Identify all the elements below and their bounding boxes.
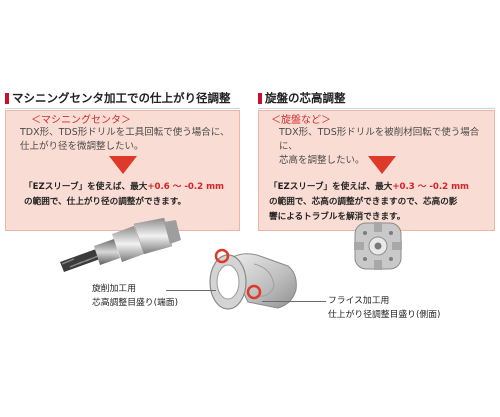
- left-adjust-range: +0.6 ～ -0.2 mm: [147, 182, 225, 192]
- lathe-callout-line1: 旋削加工用: [92, 284, 136, 294]
- left-result-a: 「EZスリーブ」を使えば、最大: [24, 182, 148, 192]
- left-down-arrow-icon: [109, 156, 137, 174]
- right-result-text: 「EZスリーブ」を使えば、最大+0.3 ～ -0.2 mm の範囲で、芯高の調整…: [269, 180, 495, 225]
- right-result-a: 「EZスリーブ」を使えば、最大: [269, 182, 393, 192]
- left-result-b: の範囲で、仕上がり径の調整ができます。: [24, 197, 187, 207]
- title-accent-bar: [5, 92, 9, 104]
- left-panel-tag: ＜マシニングセンタ＞: [31, 115, 131, 126]
- right-down-arrow-icon: [368, 156, 396, 174]
- mill-scale-leader-line: [262, 301, 326, 302]
- right-result-c: 響によるトラブルを解消できます。: [269, 212, 406, 222]
- left-section-title-text: マシニングセンタ加工での仕上がり径調整: [12, 91, 231, 105]
- right-section-divider: [258, 108, 495, 109]
- left-section-title: マシニングセンタ加工での仕上がり径調整: [5, 90, 231, 106]
- lathe-scale-leader-line: [166, 290, 216, 291]
- right-panel-tag: ＜旋盤など＞: [271, 115, 331, 126]
- left-section-divider: [5, 108, 240, 109]
- lathe-chuck-image: [354, 222, 402, 270]
- right-desc-line1: TDX形、TDS形ドリルを被削材回転で使う場合に、: [279, 127, 480, 152]
- title-accent-bar: [258, 92, 262, 104]
- right-panel-description: TDX形、TDS形ドリルを被削材回転で使う場合に、 芯高を調整したい。: [279, 126, 491, 168]
- lathe-callout-line2: 芯高調整目盛り(端面): [92, 298, 179, 308]
- mill-callout-line2: 仕上がり径調整目盛り(側面): [328, 310, 441, 320]
- end-face-scale-marker: [214, 248, 230, 264]
- ez-sleeve-image: [209, 248, 297, 310]
- right-result-b: の範囲で、芯高の調整ができますので、芯高の影: [269, 197, 458, 207]
- left-desc-line1: TDX形、TDS形ドリルを工具回転で使う場合に、: [20, 127, 230, 138]
- right-adjust-range: +0.3 ～ -0.2 mm: [392, 182, 470, 192]
- left-desc-line2: 仕上がり径を微調整したい。: [20, 141, 144, 152]
- side-scale-marker: [246, 284, 262, 300]
- left-info-panel: ＜マシニングセンタ＞ TDX形、TDS形ドリルを工具回転で使う場合に、 仕上がり…: [5, 110, 240, 231]
- lathe-scale-callout: 旋削加工用 芯高調整目盛り(端面): [92, 282, 178, 310]
- right-desc-line2: 芯高を調整したい。: [279, 155, 365, 166]
- mill-scale-callout: フライス加工用 仕上がり径調整目盛り(側面): [328, 294, 440, 322]
- right-section-title-text: 旋盤の芯高調整: [265, 91, 346, 105]
- left-result-text: 「EZスリーブ」を使えば、最大+0.6 ～ -0.2 mm の範囲で、仕上がり径…: [24, 180, 242, 210]
- right-section-title: 旋盤の芯高調整: [258, 90, 346, 106]
- left-panel-description: TDX形、TDS形ドリルを工具回転で使う場合に、 仕上がり径を微調整したい。: [20, 126, 235, 154]
- drill-holder-image: [60, 217, 181, 272]
- mill-callout-line1: フライス加工用: [328, 296, 390, 306]
